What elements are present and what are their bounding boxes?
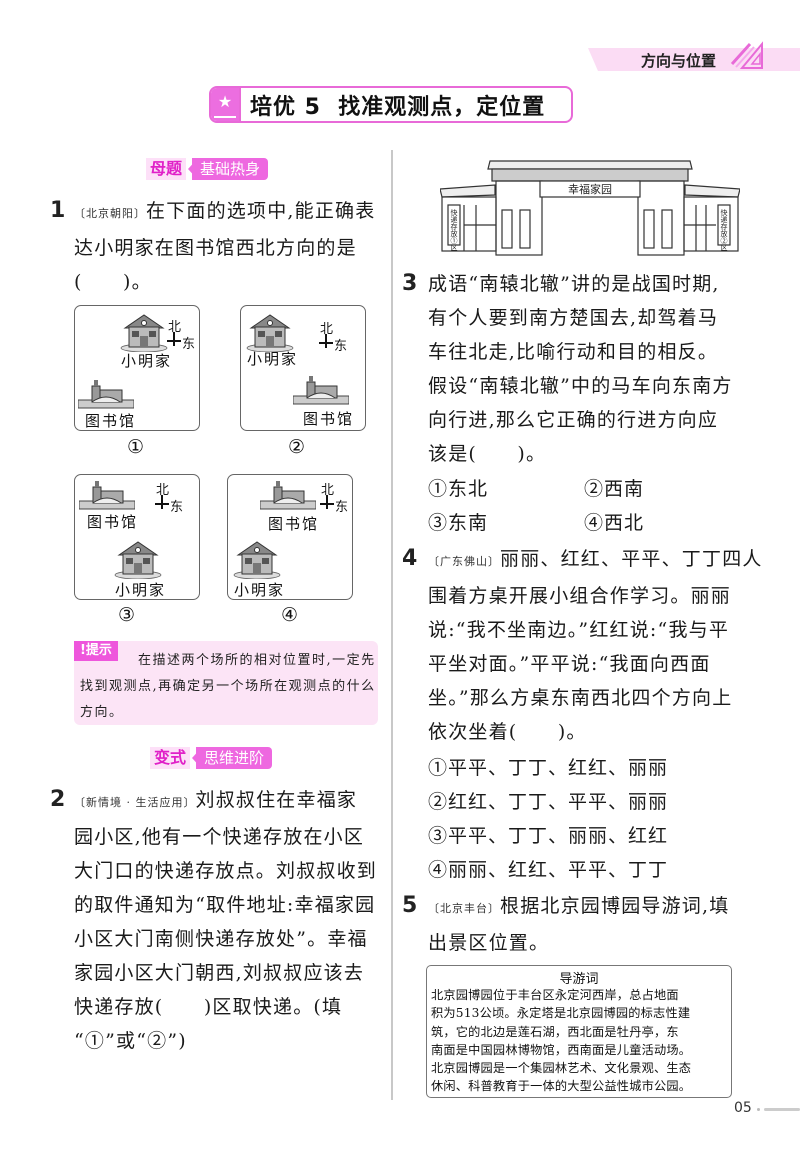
- question-source: 〔新情境 · 生活应用〕: [74, 796, 196, 809]
- section-sub-label: 思维进阶: [192, 747, 273, 769]
- column-divider: [391, 150, 393, 1100]
- page-number: 05: [734, 1100, 752, 1116]
- tip-box: [74, 641, 378, 725]
- section-sub-label: 基础热身: [188, 158, 269, 180]
- section-main-label: 变式: [150, 747, 191, 769]
- question-4-text: 〔广东佛山〕丽丽、红红、平平、丁丁四人 围着方桌开展小组合作学习。丽丽 说:“我…: [428, 548, 763, 743]
- compass-icon: 北东: [319, 322, 348, 354]
- tour-guide-title: 导游词: [559, 972, 599, 987]
- star-icon: ★: [211, 88, 241, 121]
- section-main-label: 母题: [146, 158, 187, 180]
- compass-icon: 北东: [155, 483, 184, 515]
- option-label: ②: [288, 436, 306, 458]
- option-label: ③: [118, 604, 136, 626]
- house-icon: [114, 541, 162, 579]
- question-number: 5: [402, 893, 418, 918]
- ruler-triangle-icon: [730, 41, 763, 69]
- svg-text:幸福家园: 幸福家园: [568, 182, 612, 196]
- option-label: ④: [281, 604, 299, 626]
- tour-guide-text: 北京园博园位于丰台区永定河西岸，总占地面 积为513公顷。永定塔是北京园博园的标…: [431, 988, 692, 1094]
- choice-option-4[interactable]: ④西北: [584, 512, 645, 534]
- question-source: 〔广东佛山〕: [428, 555, 500, 568]
- choice-option-3[interactable]: ③平平、丁丁、丽丽、红红: [428, 825, 669, 847]
- page-line: [764, 1108, 800, 1111]
- house-label: 小明家: [115, 581, 167, 599]
- lesson-title: 培优 5 找准观测点，定位置: [250, 95, 546, 120]
- map-option-1[interactable]: 小明家 北东 图书馆: [74, 305, 200, 431]
- house-icon: [120, 314, 168, 352]
- tip-text: 在描述两个场所的相对位置时,一定先 找到观测点,再确定另一个场所在观测点的什么 …: [80, 653, 376, 720]
- choice-option-1[interactable]: ①平平、丁丁、红红、丽丽: [428, 757, 669, 779]
- question-source: 〔北京朝阳〕: [74, 207, 146, 220]
- question-number: 4: [402, 546, 418, 571]
- page-dot: [757, 1108, 760, 1111]
- tour-guide-box: [426, 965, 732, 1098]
- choice-option-2[interactable]: ②红红、丁丁、平平、丽丽: [428, 791, 669, 813]
- library-icon: [78, 380, 134, 409]
- question-number: 1: [50, 198, 66, 223]
- map-option-4[interactable]: 图书馆 北东 小明家: [227, 474, 353, 600]
- map-option-3[interactable]: 图书馆 北东 小明家: [74, 474, 200, 600]
- section-tag-advanced: 变式 思维进阶: [150, 747, 273, 769]
- choice-option-4[interactable]: ④丽丽、红红、平平、丁丁: [428, 859, 669, 881]
- choice-option-3[interactable]: ③东南: [428, 512, 489, 534]
- compass-icon: 北东: [167, 320, 196, 352]
- choice-option-2[interactable]: ②西南: [584, 478, 645, 500]
- library-icon: [260, 481, 316, 510]
- question-1-text: 〔北京朝阳〕在下面的选项中,能正确表 达小明家在图书馆西北方向的是 ( )。: [74, 200, 376, 293]
- house-icon: [233, 541, 281, 579]
- library-label: 图书馆: [87, 513, 139, 531]
- svg-text:快递存放②区: 快递存放②区: [720, 208, 728, 251]
- library-label: 图书馆: [85, 412, 137, 430]
- question-number: 3: [402, 271, 418, 296]
- library-icon: [293, 376, 349, 405]
- option-label: ①: [127, 436, 145, 458]
- chapter-title: 方向与位置: [641, 52, 717, 70]
- compass-icon: 北东: [320, 483, 349, 515]
- question-3-text: 成语“南辕北辙”讲的是战国时期, 有个人要到南方楚国去,却驾着马 车往北走,比喻…: [428, 273, 733, 465]
- community-gate-illustration: 幸福家园 快递存放①区 快递存放②区: [440, 160, 740, 256]
- svg-text:快递存放①区: 快递存放①区: [450, 208, 458, 251]
- question-source: 〔北京丰台〕: [428, 902, 500, 915]
- library-label: 图书馆: [268, 515, 320, 533]
- tip-tag: !提示: [74, 641, 118, 661]
- question-number: 2: [50, 787, 66, 812]
- map-option-2[interactable]: 小明家 北东 图书馆: [240, 305, 366, 431]
- house-label: 小明家: [234, 581, 286, 599]
- section-tag-basic: 母题 基础热身: [146, 158, 269, 180]
- house-icon: [246, 314, 294, 352]
- lesson-title-box: [209, 86, 573, 123]
- house-label: 小明家: [121, 352, 173, 370]
- library-label: 图书馆: [303, 410, 355, 428]
- choice-option-1[interactable]: ①东北: [428, 478, 489, 500]
- question-2-text: 〔新情境 · 生活应用〕刘叔叔住在幸福家 园小区,他有一个快递存放在小区 大门口…: [74, 789, 378, 1052]
- house-label: 小明家: [247, 350, 299, 368]
- question-5-text: 〔北京丰台〕根据北京园博园导游词,填 出景区位置。: [428, 895, 730, 954]
- library-icon: [79, 481, 135, 510]
